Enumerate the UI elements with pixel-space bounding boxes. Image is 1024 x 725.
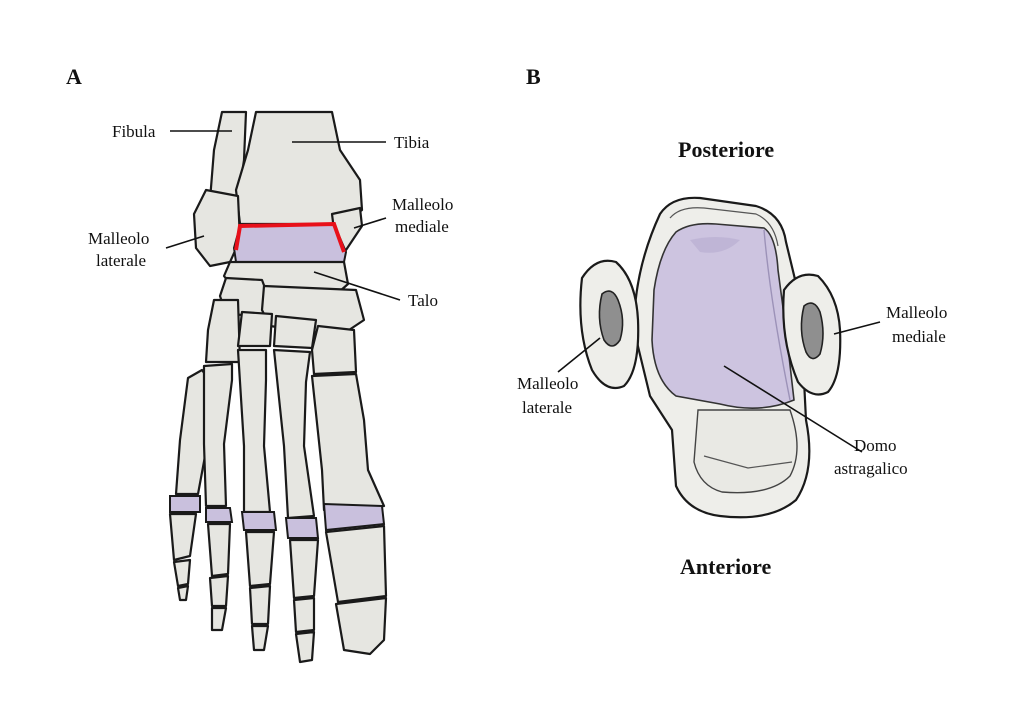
lateral-malleolus-bone: [192, 188, 242, 268]
panel-a-letter: A: [66, 64, 82, 89]
leader-malleolo-mediale: [353, 217, 387, 229]
mtp-cartilage-1: [322, 502, 386, 532]
panel-b: B Posteriore Anteriore Malleolo laterale…: [517, 64, 947, 579]
panel-a: A: [66, 64, 453, 664]
phalanx-4-distal: [210, 606, 228, 632]
talus-head: [693, 409, 798, 494]
label-tibia: Tibia: [394, 133, 430, 152]
phalanx-5-proximal: [168, 512, 198, 562]
leader-b-domo: [723, 365, 863, 453]
phalanx-4-middle: [208, 574, 230, 608]
mtp-cartilage-4: [205, 507, 234, 523]
label-b-malleolo-laterale-1: Malleolo: [517, 374, 578, 393]
phalanx-3-proximal: [244, 530, 276, 588]
dome-shade: [690, 237, 740, 253]
cuneiform-a: [204, 298, 242, 364]
label-malleolo-laterale-1: Malleolo: [88, 229, 149, 248]
label-anteriore: Anteriore: [680, 554, 771, 579]
label-fibula: Fibula: [112, 122, 156, 141]
phalanx-3-distal: [250, 624, 270, 652]
talus-dome-highlight: [234, 221, 346, 253]
phalanx-4-proximal: [206, 522, 232, 578]
phalanx-2-distal: [294, 630, 316, 664]
mtp-cartilage-3: [240, 511, 278, 531]
label-talo: Talo: [408, 291, 438, 310]
phalanx-3-middle: [248, 584, 272, 626]
label-b-malleolo-mediale-2: mediale: [892, 327, 946, 346]
label-b-malleolo-mediale-1: Malleolo: [886, 303, 947, 322]
leader-talo: [313, 271, 401, 301]
label-b-malleolo-laterale-2: laterale: [522, 398, 572, 417]
label-posteriore: Posteriore: [678, 137, 774, 162]
metatarsal-1: [310, 372, 386, 512]
metatarsal-4: [202, 362, 234, 508]
cuneiform-d: [310, 324, 358, 376]
phalanx-2-proximal: [288, 538, 320, 600]
malleolo-mediale-facet: [800, 302, 824, 360]
label-b-domo-2: astragalico: [834, 459, 908, 478]
talus-head-line: [703, 455, 793, 469]
leader-b-malleolo-laterale: [557, 337, 601, 373]
leader-malleolo-laterale: [165, 235, 205, 249]
metatarsal-3: [236, 348, 272, 514]
label-b-domo-1: Domo: [854, 436, 897, 455]
phalanx-5-tip: [176, 584, 190, 602]
panel-b-letter: B: [526, 64, 541, 89]
cuneiform-c: [272, 314, 318, 350]
mtp-cartilage-5: [169, 495, 201, 513]
phalanx-5-distal: [172, 558, 192, 588]
metatarsal-2: [272, 348, 316, 520]
leader-b-malleolo-mediale: [833, 321, 881, 335]
phalanx-2-middle: [292, 596, 316, 634]
domo-astragalico: [651, 222, 795, 409]
label-malleolo-laterale-2: laterale: [96, 251, 146, 270]
dome-groove: [763, 229, 791, 401]
label-malleolo-mediale-2: mediale: [395, 217, 449, 236]
malleolo-laterale-facet: [598, 290, 624, 347]
mtp-cartilage-2: [284, 517, 320, 539]
phalanx-1-proximal: [324, 524, 388, 604]
talus-dome: [232, 222, 348, 263]
tibia-bone: [234, 110, 364, 226]
phalanx-1-distal: [334, 596, 388, 656]
talus-rim: [669, 207, 779, 247]
cuneiform-b: [236, 310, 274, 348]
label-malleolo-mediale-1: Malleolo: [392, 195, 453, 214]
